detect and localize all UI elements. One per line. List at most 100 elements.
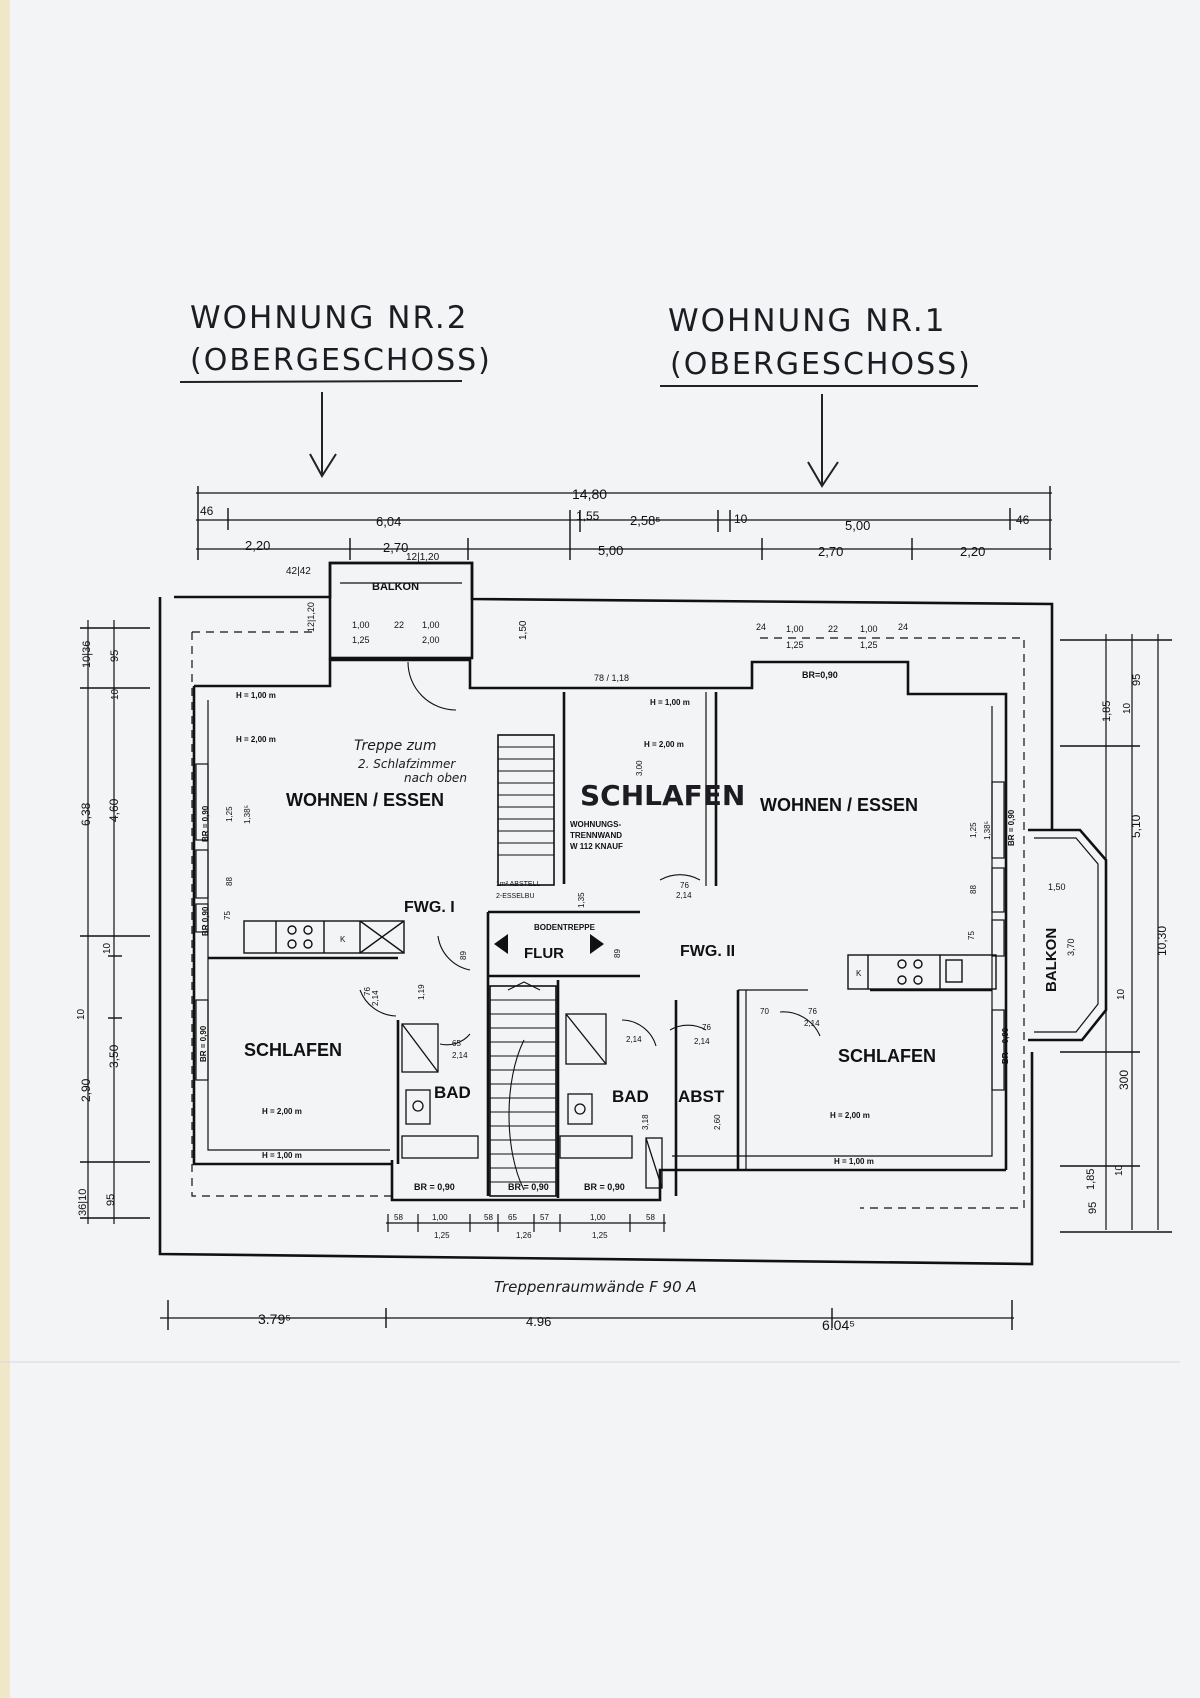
bodentreppe-note: BODENTREPPE (534, 923, 596, 932)
bathroom-fixtures (401, 1013, 663, 1189)
label-fwg-2: FWG. II (680, 943, 735, 960)
dim-label: 12|1,20 (406, 552, 440, 563)
dim-label: 1,25 (969, 822, 978, 838)
dim-label: 1,25 (786, 640, 804, 650)
apartment-2-title: WOHNUNG NR.2 (190, 300, 469, 336)
dim-label: BR=0,90 (802, 670, 838, 680)
dim-label: 1,00 (590, 1213, 606, 1222)
dim-label: 2,14 (694, 1037, 710, 1046)
stair-note: Treppe zum (354, 738, 437, 754)
dim-label: 42|42 (286, 566, 311, 577)
dim-label: H = 1,00 m (262, 1151, 302, 1160)
dim-label: 58 (394, 1213, 403, 1222)
room-bad-right: BAD (612, 1087, 649, 1106)
room-labels: WOHNEN / ESSEN WOHNEN / ESSEN SCHLAFEN S… (244, 581, 1060, 1106)
dim-label: 1,25 (860, 640, 878, 650)
dim-label: H = 2,00 m (644, 740, 684, 749)
dim-label: 70 (760, 1007, 769, 1016)
room-schlafen-left: SCHLAFEN (244, 1040, 342, 1060)
dim-label: BR 0,90 (201, 906, 210, 936)
wall-note: WOHNUNGS- (570, 820, 621, 829)
dim-label: 24 (898, 622, 908, 632)
dim-label: 10 (1114, 1164, 1125, 1176)
wall-note: W 112 KNAUF (570, 842, 623, 851)
room-flur: FLUR (524, 945, 564, 962)
dim-label: BR = 0,90 (1007, 809, 1016, 846)
dim-label: 2,14 (371, 990, 380, 1006)
dim-label: 1,35 (577, 892, 586, 908)
kitchen-counter-right (847, 954, 997, 990)
dim-label: H = 1,00 m (834, 1157, 874, 1166)
dim-label: 1,38⁵ (983, 821, 992, 840)
down-arrow-icon (807, 461, 839, 488)
dim-label: 76 (680, 881, 689, 890)
dim-label: 58 (646, 1213, 655, 1222)
dim-label: 76 (808, 1007, 817, 1016)
dim-label: BR = 0,90 (584, 1182, 625, 1192)
dim-label: 10 (102, 942, 113, 954)
heading-apartment-1: WOHNUNG NR.1 (OBERGESCHOSS) (660, 303, 978, 488)
dim-label: 95 (1131, 674, 1143, 686)
dim-label: 6.04⁵ (822, 1317, 855, 1333)
dim-label: 1,85 (1085, 1169, 1097, 1190)
dim-label: 1,50 (1048, 882, 1066, 892)
dim-label: 2,20 (245, 538, 270, 553)
stair-note: nach oben (404, 771, 467, 785)
room-balkon-right: BALKON (1043, 928, 1060, 992)
dim-label: 88 (969, 885, 978, 894)
dim-label: 95 (1087, 1202, 1099, 1214)
dim-label: 3.79⁵ (258, 1311, 291, 1327)
building-walls (158, 561, 1108, 1266)
dim-label: 2,14 (626, 1035, 642, 1044)
dim-label: H = 1,00 m (236, 691, 276, 700)
dim-label: 76 (363, 987, 372, 996)
dim-label: 3,70 (1066, 938, 1076, 956)
dim-label: 3,00 (635, 760, 644, 776)
room-abst: ABST (678, 1087, 725, 1106)
apartment-1-title: WOHNUNG NR.1 (668, 303, 947, 339)
dim-label: 1,26 (516, 1231, 532, 1240)
paper-edge (0, 0, 10, 1698)
dim-label: 88 (225, 877, 234, 886)
dim-label: 2,58⁵ (630, 513, 661, 528)
room-bad-left: BAD (434, 1083, 471, 1102)
kitchen-counter-left (243, 920, 405, 954)
dim-label: 1,00 (860, 624, 878, 634)
dim-label: 1,25 (434, 1231, 450, 1240)
label-fwg-1: FWG. I (404, 899, 455, 916)
dim-label: 1,25 (592, 1231, 608, 1240)
dim-label: 78 / 1,18 (594, 673, 629, 683)
wall-note: TRENNWAND (570, 831, 622, 840)
dim-label: BR = 0,90 (199, 1025, 208, 1062)
heading-apartment-2: WOHNUNG NR.2 (OBERGESCHOSS) (179, 300, 490, 478)
dim-label: 2,70 (383, 540, 408, 555)
dim-label: 1,38⁵ (243, 805, 252, 824)
dim-label: 1,00 (422, 620, 440, 630)
dim-label: 10,30 (1155, 926, 1169, 956)
room-wohnen-left: WOHNEN / ESSEN (286, 790, 444, 810)
dim-label: 3,18 (641, 1114, 650, 1130)
dim-label: 65 (508, 1213, 517, 1222)
dim-label: 1,85 (1101, 701, 1113, 722)
dim-label: 2,70 (818, 544, 843, 559)
dim-label: 10 (1122, 702, 1133, 714)
dim-label: 6,04 (376, 514, 401, 529)
dim-label: 5,00 (598, 543, 623, 558)
dim-label: BR = 0,90 (201, 805, 210, 842)
dim-label: 95 (105, 1194, 117, 1206)
dim-label: 65 (452, 1039, 461, 1048)
dim-label: 22 (828, 624, 838, 634)
down-arrow-icon (309, 453, 337, 478)
dim-label: 89 (459, 951, 468, 960)
bottom-dimensions: 58 1,00 58 65 57 1,00 58 1,25 1,26 1,25 … (160, 1213, 1014, 1333)
dim-label: 1,25 (225, 806, 234, 822)
plan-notes: Treppe zum 2. Schlafzimmer nach oben WOH… (354, 738, 697, 1296)
dim-label: 300 (1117, 1070, 1131, 1090)
dim-label: K (340, 935, 346, 944)
dim-label: 22 (394, 620, 404, 630)
dim-label: 58 (484, 1213, 493, 1222)
dim-label: 2,60 (713, 1114, 722, 1130)
dim-label: BR = 0,90 (508, 1182, 549, 1192)
dim-label: BR = 0,90 (414, 1182, 455, 1192)
